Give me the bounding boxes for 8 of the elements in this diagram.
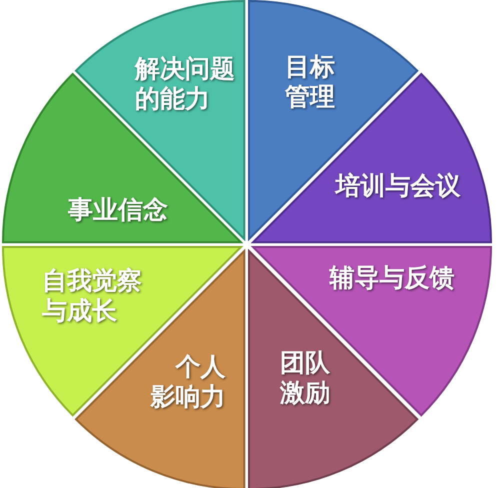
segment-label: 团队激励 [280,348,330,408]
segment-label: 解决问题的能力 [134,54,235,114]
segment-label: 培训与会议 [335,170,460,201]
segment-label: 个人影响力 [150,352,226,412]
segment-label: 辅导与反馈 [329,262,454,293]
segment-label: 目标管理 [284,52,335,112]
segment-label: 事业信念 [68,194,168,225]
segment-label: 自我觉察与成长 [42,266,142,326]
